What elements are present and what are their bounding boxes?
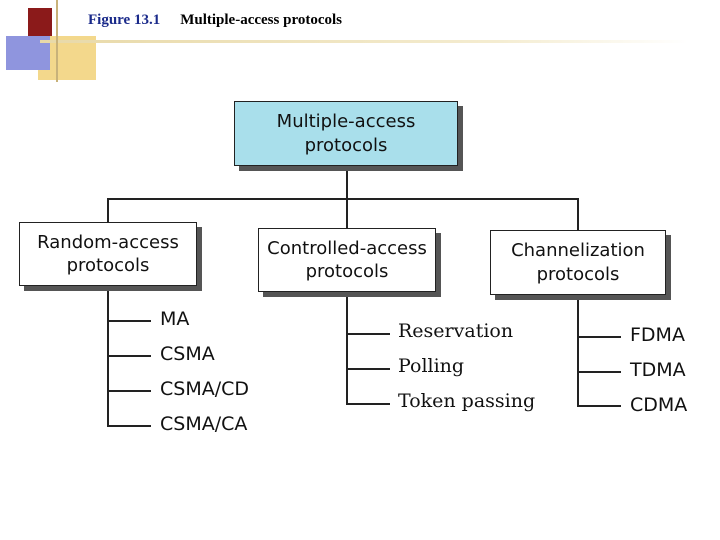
root-node-line1: Multiple-access bbox=[276, 111, 416, 133]
figure-title: Multiple-access protocols bbox=[180, 12, 342, 28]
controlled-access-node: Controlled-access protocols bbox=[258, 228, 436, 292]
random-access-line2: protocols bbox=[66, 255, 150, 276]
channel-tick bbox=[577, 405, 621, 407]
random-tick bbox=[107, 425, 151, 427]
channel-tick bbox=[577, 336, 621, 338]
root-node-line2: protocols bbox=[304, 134, 388, 156]
random-tick bbox=[107, 320, 151, 322]
random-access-line1: Random-access bbox=[37, 231, 179, 253]
controlled-tick bbox=[346, 333, 390, 335]
leaf-token-passing: Token passing bbox=[398, 390, 536, 412]
channel-spine bbox=[577, 295, 579, 407]
branch-drop-random bbox=[107, 198, 109, 222]
leaf-reservation: Reservation bbox=[398, 320, 514, 342]
root-node: Multiple-access protocols bbox=[234, 101, 458, 166]
branch-bar bbox=[107, 198, 579, 200]
leaf-cdma: CDMA bbox=[630, 394, 688, 416]
header-rule bbox=[40, 40, 688, 43]
random-access-node: Random-access protocols bbox=[19, 222, 197, 286]
leaf-csma-ca: CSMA/CA bbox=[160, 413, 248, 435]
controlled-access-line2: protocols bbox=[305, 261, 389, 282]
header-vertical-rule bbox=[56, 0, 58, 82]
controlled-spine bbox=[346, 292, 348, 405]
branch-drop-channel bbox=[577, 198, 579, 230]
controlled-tick bbox=[346, 368, 390, 370]
leaf-csma: CSMA bbox=[160, 343, 215, 365]
leaf-ma: MA bbox=[160, 308, 190, 330]
figure-caption: Figure 13.1 Multiple-access protocols bbox=[88, 12, 342, 29]
channelization-node: Channelization protocols bbox=[490, 230, 666, 295]
random-tick bbox=[107, 355, 151, 357]
leaf-csma-cd: CSMA/CD bbox=[160, 378, 250, 400]
random-tick bbox=[107, 390, 151, 392]
branch-drop-controlled bbox=[346, 198, 348, 228]
controlled-tick bbox=[346, 403, 390, 405]
channelization-line1: Channelization bbox=[511, 240, 645, 262]
leaf-tdma: TDMA bbox=[630, 359, 686, 381]
leaf-polling: Polling bbox=[398, 355, 465, 377]
channel-tick bbox=[577, 371, 621, 373]
figure-number: Figure 13.1 bbox=[88, 12, 161, 28]
decor-square-red bbox=[28, 8, 52, 38]
leaf-fdma: FDMA bbox=[630, 324, 685, 346]
corner-decoration bbox=[0, 0, 100, 85]
channelization-line2: protocols bbox=[536, 263, 620, 285]
controlled-access-line1: Controlled-access bbox=[267, 237, 427, 259]
root-stem bbox=[346, 166, 348, 200]
